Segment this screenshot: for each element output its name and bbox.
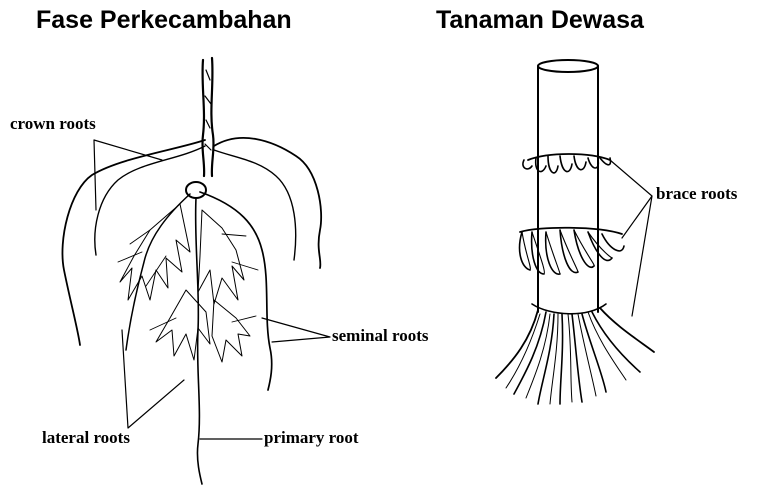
- lateral-roots-label: lateral roots: [42, 428, 130, 448]
- seminal-roots-label: seminal roots: [332, 326, 429, 346]
- seedling-drawing: [62, 58, 330, 484]
- mature-plant-drawing: [496, 60, 654, 404]
- primary-root-label: primary root: [264, 428, 359, 448]
- brace-roots-label: brace roots: [656, 184, 737, 204]
- crown-roots-label: crown roots: [10, 114, 96, 134]
